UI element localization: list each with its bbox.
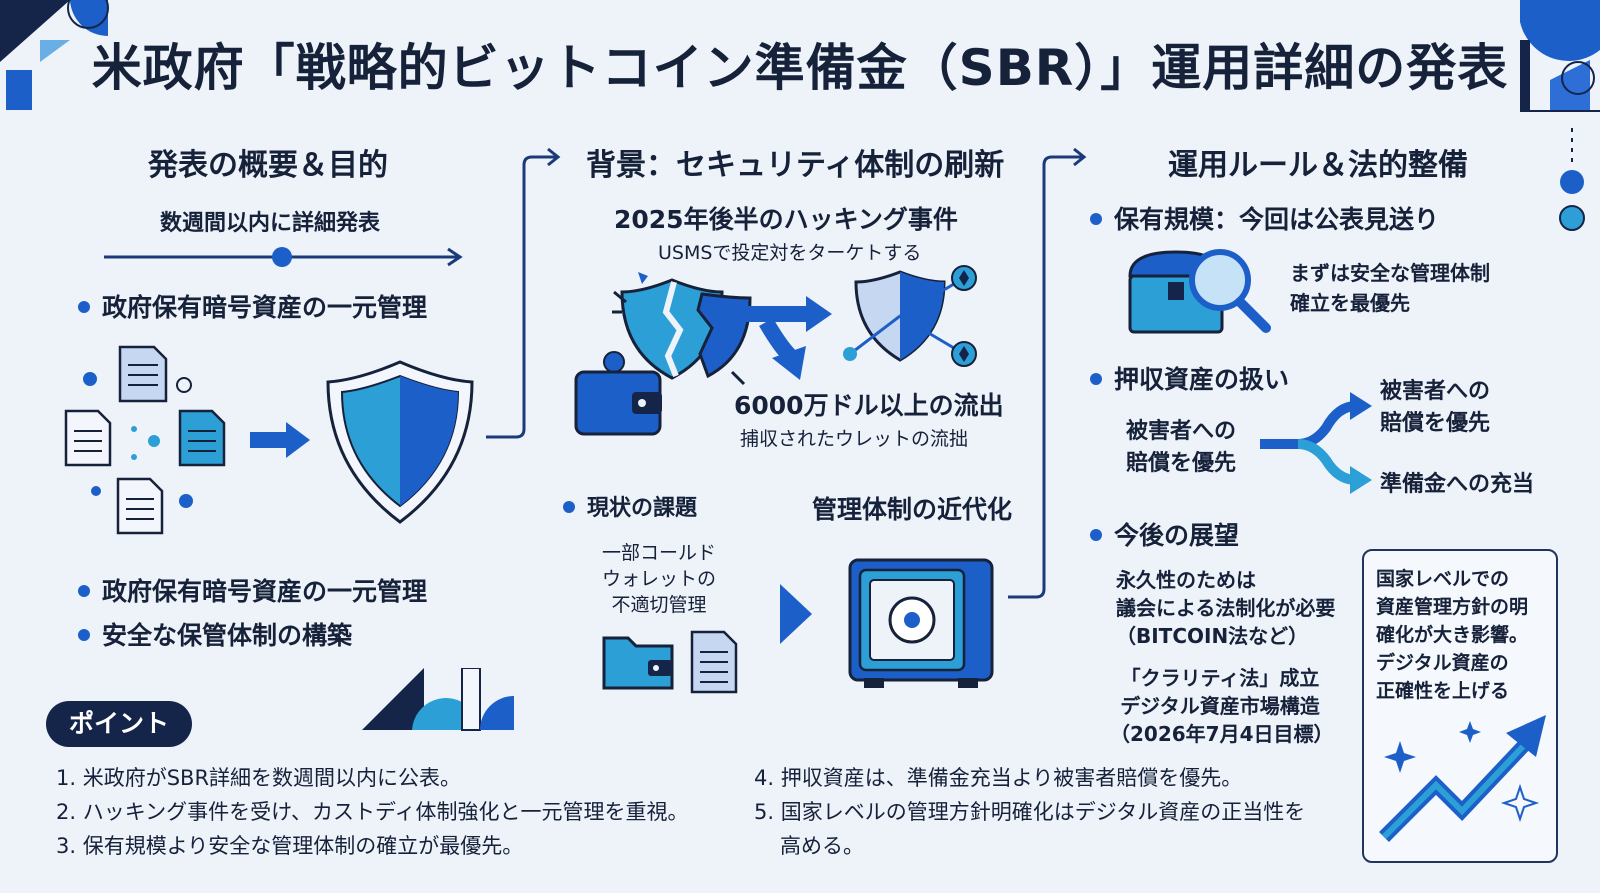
outlook-line-2: 議会による法制化が必要 [1116,596,1336,620]
wallet-icon [574,351,662,436]
impact-line-5: 正確性を上げる [1376,680,1510,702]
ethereum-icon [843,347,857,361]
connector-col2-col3 [1008,147,1087,599]
bullet-dot [78,585,90,597]
page-title: 米政府「戦略的ビットコイン準備金（SBR）」運用詳細の発表 [91,39,1509,97]
clarity-line-3: （2026年7月4日目標） [1110,722,1334,746]
arrow-to-shield [250,422,310,458]
seized-label-text: 押収資産の扱い [1114,365,1290,394]
branch-arrows [1260,392,1372,494]
point-item-4: 4. 押収資産は、準備金充当より被害者賠償を優先。 [754,766,1243,790]
bullet-dot [1090,529,1102,541]
network-shield-icon [843,265,977,367]
incident-title: 2025年後半のハッキング事件 [614,205,958,234]
document-icon [118,345,168,403]
col1-bullet-1: 政府保有暗号資産の一元管理 [78,572,427,608]
scale-label: 保有規模：今回は公表見送り [1090,200,1439,236]
seized-source: 被害者への 賠償を優先 [1126,416,1236,480]
bullet-dot [1090,373,1102,385]
incident-subtitle: USMSで投定対をターケトする [658,242,922,264]
issue-line-3: 不適切管理 [611,594,707,616]
play-arrow-icon [780,584,812,644]
seized-label: 押収資産の扱い [1090,360,1289,396]
document-icon [116,477,164,535]
connector-col1-col2 [486,147,561,439]
impact-line-1: 国家レベルでの [1376,568,1510,590]
issue-label: 現状の課題 [563,490,697,522]
points-pill: ポイント [46,701,192,747]
col1-bullet-1-text: 政府保有暗号資産の一元管理 [102,577,428,606]
scale-line-1: まずは安全な管理体制 [1290,261,1490,285]
bullet-dot [78,301,90,313]
safe-icon [848,558,994,688]
timeline-label: 数週間以内に詳細発表 [160,211,381,236]
impact-box: 国家レベルでの 資産管理方針の明 確化が大き影響。 デジタル資産の 正確性を上げ… [1362,549,1558,863]
outlook-line-1: 永久性のためは [1116,568,1256,592]
outlook-description: 永久性のためは 議会による法制化が必要 （BITCOIN法など） [1116,566,1335,650]
col1-bullet-2-text: 安全な保管体制の構築 [102,621,353,650]
outlook-line-3: （BITCOIN法など） [1116,624,1309,648]
ethereum-icon [951,265,977,291]
treasure-chest-icon [1128,249,1271,334]
branch-top-line-1: 被害者への [1380,379,1491,404]
clarity-description: 「クラリティ法」成立 デジタル資産市場構造 （2026年7月4日目標） [1110,664,1334,748]
col1-bullet-2: 安全な保管体制の構築 [78,616,352,652]
corner-decoration-right [1520,0,1600,112]
shield-icon [326,360,474,524]
ethereum-icon [951,341,977,367]
bullet-dot [78,629,90,641]
folder-icon [602,636,674,690]
seized-branch-top: 被害者への 賠償を優先 [1380,376,1490,440]
corner-decoration-left [0,0,109,110]
document-icon [178,409,226,467]
point-item-5: 5. 国家レベルの管理方針明確化はデジタル資産の正当性を [754,800,1306,824]
branch-top-line-2: 賠償を優先 [1380,411,1491,436]
issue-label-text: 現状の課題 [587,496,698,521]
modern-label: 管理体制の近代化 [812,495,1013,524]
loss-title: 6000万ドル以上の流出 [734,391,1004,420]
document-icon-cluster [64,345,226,535]
col2-heading: 背景：セキュリティ体制の刷新 [586,148,1005,183]
flow-arrow-split [740,296,832,380]
growth-arrow-icon [1379,715,1546,842]
document-icon [64,409,112,467]
impact-line-4: デジタル資産の [1376,652,1509,674]
timeline-arrow [104,247,463,267]
seized-branch-bottom: 準備金への充当 [1380,472,1535,497]
point-item-3: 3. 保有規模より安全な管理体制の確立が最優先。 [56,834,524,858]
clarity-line-1: 「クラリティ法」成立 [1120,666,1320,690]
impact-line-2: 資産管理方針の明 [1376,596,1529,618]
point-item-1: 1. 米政府がSBR詳細を数週間以内に公表。 [56,766,462,790]
seized-source-line-1: 被害者への [1126,419,1237,444]
col1-bullet-top-text: 政府保有暗号資産の一元管理 [102,293,428,322]
impact-line-3: 確化が大き影響。 [1376,624,1529,646]
scale-label-text: 保有規模：今回は公表見送り [1114,205,1440,234]
sparkle-icon [1500,783,1540,823]
clarity-line-2: デジタル資産市場構造 [1120,694,1320,718]
right-edge-dots [1559,128,1585,231]
col1-bullet-top: 政府保有暗号資産の一元管理 [78,288,427,324]
outlook-label-text: 今後の展望 [1114,521,1240,550]
issue-line-1: 一部コールド [601,542,716,564]
bullet-dot [563,501,575,513]
broken-shield-icon [612,272,752,386]
seized-source-line-2: 賠償を優先 [1126,451,1237,476]
sparkle-icon [1459,721,1481,743]
impact-text: 国家レベルでの 資産管理方針の明 確化が大き影響。 デジタル資産の 正確性を上げ… [1376,565,1528,705]
point-item-5-cont: 高める。 [780,834,864,858]
magnifier-icon [1189,249,1271,333]
issue-line-2: ウォレットの [601,568,716,590]
logo-mark [362,668,514,731]
outlook-label: 今後の展望 [1090,516,1239,552]
sparkle-icon [1384,741,1416,773]
document-icon [690,630,738,694]
col1-heading: 発表の概要＆目的 [148,148,388,183]
col3-heading: 運用ルール＆法的整備 [1168,148,1468,183]
loss-subtitle: 捕収されたウレットの流拙 [740,428,969,450]
bullet-dot [1090,213,1102,225]
scale-line-2: 確立を最優先 [1290,291,1410,315]
scale-description: まずは安全な管理体制 確立を最優先 [1290,258,1490,318]
point-item-2: 2. ハッキング事件を受け、カストディ体制強化と一元管理を重視。 [56,800,689,824]
issue-description: 一部コールド ウォレットの 不適切管理 [598,540,720,618]
